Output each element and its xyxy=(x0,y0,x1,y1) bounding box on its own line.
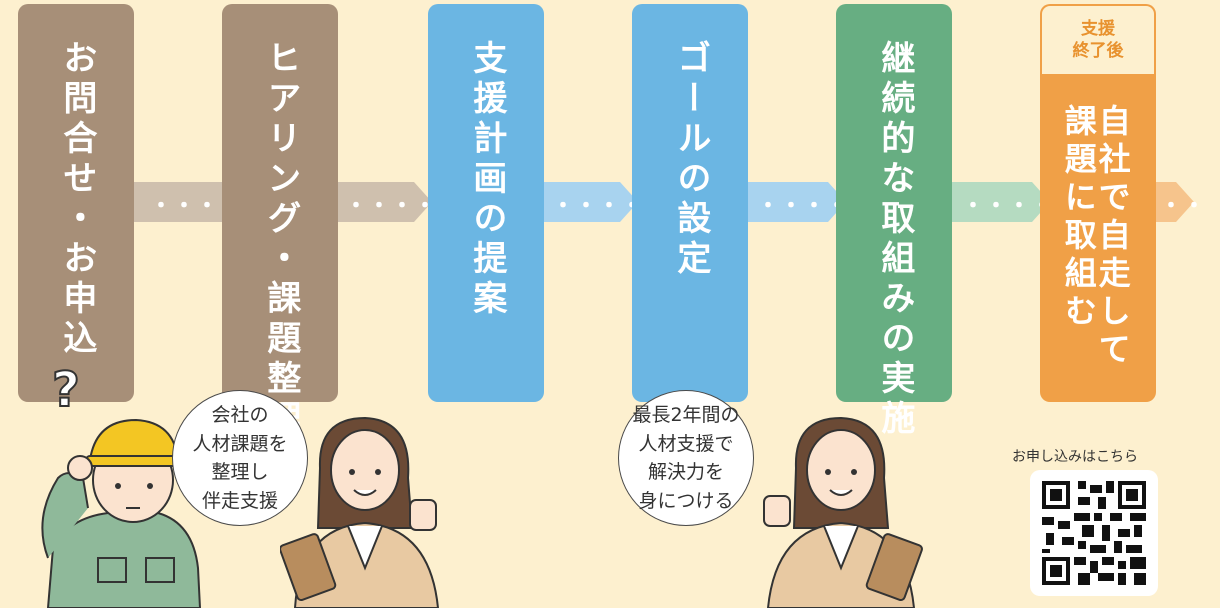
step-card-goal: ゴールの設定 xyxy=(632,4,748,402)
bubble-left-line-3: 整理し xyxy=(211,461,269,483)
arrow-2 xyxy=(330,182,432,222)
bubble-right-line-4: 身につける xyxy=(638,489,734,512)
bubble-right-line-2: 人材支援で xyxy=(638,432,734,455)
qr-code-icon xyxy=(1042,481,1146,585)
speech-bubble-right: 最長2年間の 人材支援で 解決力を 身につける xyxy=(618,390,754,526)
step-label-self-run-line2: 課題に取組む xyxy=(1059,104,1098,332)
connector-dots-6: ・・ xyxy=(1160,194,1207,219)
step-label-goal: ゴールの設定 xyxy=(670,40,711,280)
bubble-left-line-1: 会社の xyxy=(211,404,269,426)
arrow-4 xyxy=(745,182,846,222)
step-card-inquiry: お問合せ・お申込 xyxy=(18,4,134,402)
qr-code-link[interactable] xyxy=(1030,470,1158,596)
arrow-5 xyxy=(950,182,1050,222)
step-card-self-run: 支援 終了後 自社で自走して 課題に取組む xyxy=(1040,4,1156,402)
bubble-right-line-1: 最長2年間の xyxy=(632,404,740,426)
step-label-plan: 支援計画の提案 xyxy=(466,40,507,320)
arrow-3 xyxy=(540,182,638,222)
step-label-self-run-line1: 自社で自走して xyxy=(1093,104,1132,370)
step-label-continuous: 継続的な取組みの実施 xyxy=(874,40,915,440)
worker-illustration xyxy=(41,418,202,608)
arrow-1 xyxy=(130,182,240,222)
step-card-plan: 支援計画の提案 xyxy=(428,4,544,402)
bubble-left-line-4: 伴走支援 xyxy=(201,489,278,512)
after-support-tag: 支援 終了後 xyxy=(1042,6,1154,74)
consultant-illustration-left xyxy=(280,416,440,608)
after-support-tag-text: 支援 終了後 xyxy=(1072,19,1124,61)
consultant-illustration-right xyxy=(763,416,923,608)
speech-bubble-left: 会社の 人材課題を 整理し 伴走支援 xyxy=(172,390,308,526)
step-card-continuous: 継続的な取組みの実施 xyxy=(836,4,952,440)
bubble-right-line-3: 解決力を xyxy=(647,461,724,483)
question-mark: ? xyxy=(51,361,81,419)
arrow-6 xyxy=(1155,182,1194,222)
step-card-hearing: ヒアリング・課題整理 xyxy=(222,4,338,440)
step-label-hearing: ヒアリング・課題整理 xyxy=(260,40,301,440)
step-label-inquiry: お問合せ・お申込 xyxy=(56,40,97,360)
qr-caption: お申し込みはこちら xyxy=(1012,449,1138,465)
bubble-left-line-2: 人材課題を xyxy=(192,432,288,455)
